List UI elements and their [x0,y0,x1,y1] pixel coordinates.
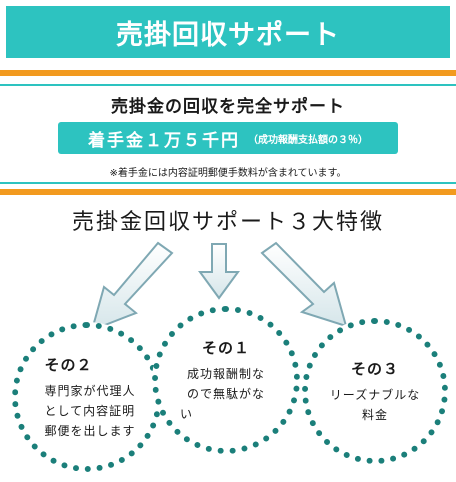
feature-1-label: その１ [201,338,250,357]
feature-circle-1: その１ 成功報酬制な ので無駄がな い [152,306,300,454]
feature-2-label: その２ [44,355,93,374]
feature-circle-3: その３ リーズナブルな 料金 [302,318,448,464]
page-title: 売掛回収サポート [116,19,340,51]
feature-3-line-1: リーズナブルな [329,387,421,402]
feature-1-line-3: い [180,406,194,421]
divider-thin-bottom [0,182,456,184]
divider-bottom [0,189,456,195]
feature-3-line-2: 料金 [361,407,388,422]
feature-circle-2: その２ 専門家が代理人 として内容証明 郵便を出します [12,322,162,472]
arrow-middle-icon [198,243,240,300]
arrow-left-icon [90,241,174,332]
fee-note: （成功報酬支払額の３％） [248,134,368,146]
features-heading: 売掛金回収サポート３大特徴 [71,210,384,235]
title-banner: 売掛回収サポート [6,6,450,58]
divider-thin-top [0,84,456,86]
feature-1-line-1: 成功報酬制な [186,366,265,381]
arrow-right-icon [260,241,348,328]
fee-footnote: ※着手金には内容証明郵便手数料が含まれています。 [109,168,347,179]
feature-2-line-1: 専門家が代理人 [44,383,136,398]
fee-banner: 着手金１万５千円 （成功報酬支払額の３％） [58,122,398,154]
feature-1-line-2: ので無駄がな [186,386,265,401]
divider-top [0,70,456,76]
feature-2-line-2: として内容証明 [44,403,136,418]
feature-2-line-3: 郵便を出します [44,423,136,438]
intro-subhead: 売掛金の回収を完全サポート [111,97,345,117]
feature-3-label: その３ [350,359,399,378]
fee-amount: 着手金１万５千円 [88,130,240,151]
